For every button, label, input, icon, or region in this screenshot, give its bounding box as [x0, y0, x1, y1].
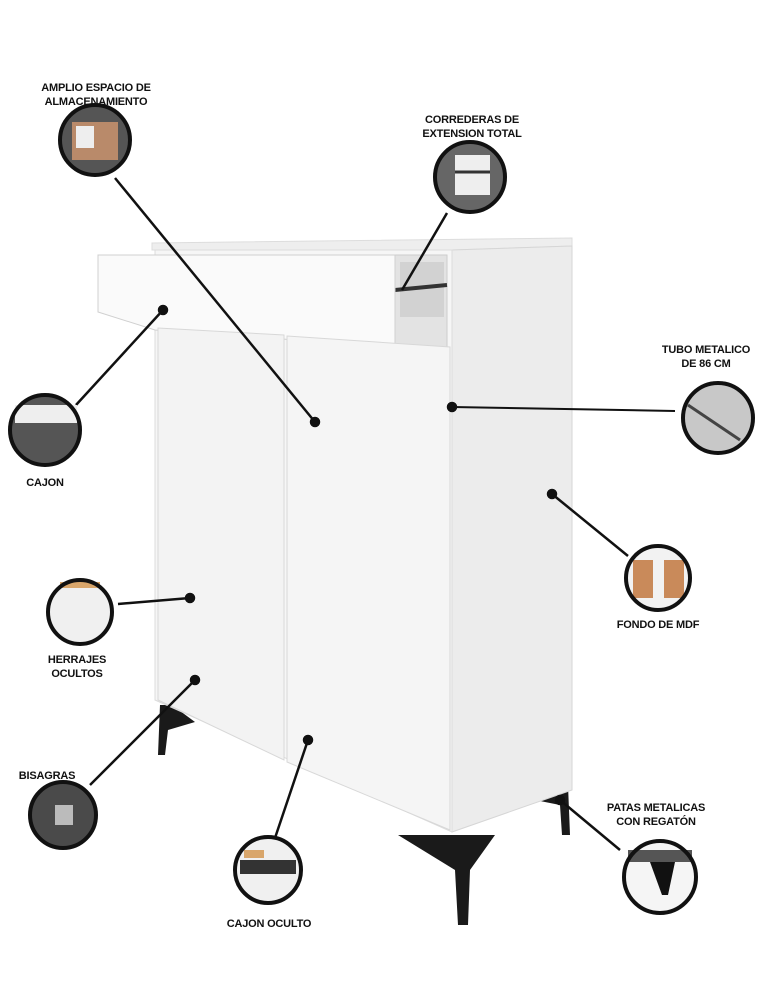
- label-fondo-mdf: FONDO DE MDF: [616, 619, 700, 631]
- detail-circle-bisagras: [28, 780, 98, 850]
- cabinet-side: [451, 245, 573, 833]
- detail-circle-patas: [622, 839, 698, 915]
- detail-circle-amplio: [58, 103, 132, 177]
- detail-circle-herrajes: [46, 578, 114, 646]
- label-bisagras: BISAGRAS: [18, 770, 76, 782]
- left-door: [157, 327, 285, 761]
- detail-circle-fondo: [624, 544, 692, 612]
- detail-circle-correderas: [433, 140, 507, 214]
- detail-circle-cajon: [8, 393, 82, 467]
- right-door: [286, 335, 451, 831]
- label-cajon-oculto: CAJON OCULTO: [226, 918, 312, 930]
- detail-circle-tubo: [681, 381, 755, 455]
- label-cajon: CAJON: [26, 477, 64, 489]
- callout-lines: [75, 177, 676, 851]
- detail-circle-cajon-oculto: [233, 835, 303, 905]
